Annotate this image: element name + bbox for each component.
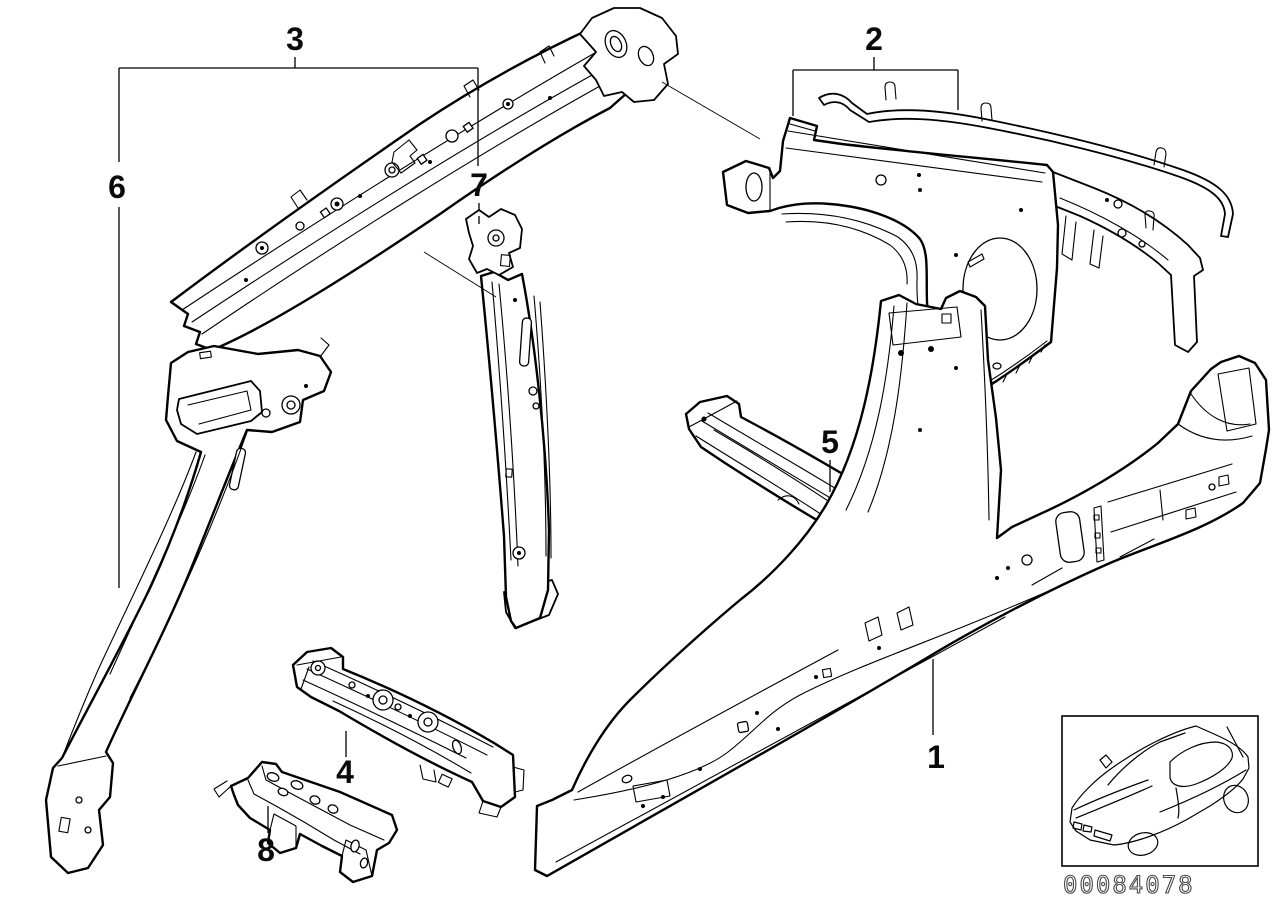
car-coupe-icon <box>1069 725 1250 856</box>
car-thumbnail <box>1061 715 1259 867</box>
part-7-b-pillar-drawing[interactable] <box>465 208 559 630</box>
part-1-side-member-drawing[interactable] <box>533 289 1271 878</box>
callout-2-bracket <box>792 57 959 116</box>
callout-7-label[interactable]: 7 <box>470 167 488 203</box>
callout-5-label[interactable]: 5 <box>821 424 839 460</box>
callout-3-label[interactable]: 3 <box>286 21 304 57</box>
callout-8-label[interactable]: 8 <box>257 832 275 868</box>
car-thumbnail-frame <box>1061 715 1259 867</box>
part-8-bracket-drawing[interactable] <box>213 760 399 884</box>
part-2-rain-channel-strip-drawing[interactable] <box>818 81 1234 238</box>
part-3-roof-rail-drawing[interactable] <box>169 7 679 352</box>
callout-3-bracket <box>118 57 479 166</box>
callout-2-label[interactable]: 2 <box>865 21 883 57</box>
pointer-rail-to-quarter <box>661 81 761 140</box>
callout-4-label[interactable]: 4 <box>336 754 354 790</box>
document-number: 00084078 <box>1063 871 1195 899</box>
part-6-a-pillar-drawing[interactable] <box>44 337 333 875</box>
pointer-rail-to-bpillar <box>423 251 497 298</box>
callout-1-label[interactable]: 1 <box>927 739 945 775</box>
part-4-seat-crossmember-drawing[interactable] <box>291 646 525 818</box>
callout-leader-lines <box>118 57 959 833</box>
callout-6-label[interactable]: 6 <box>108 169 126 205</box>
